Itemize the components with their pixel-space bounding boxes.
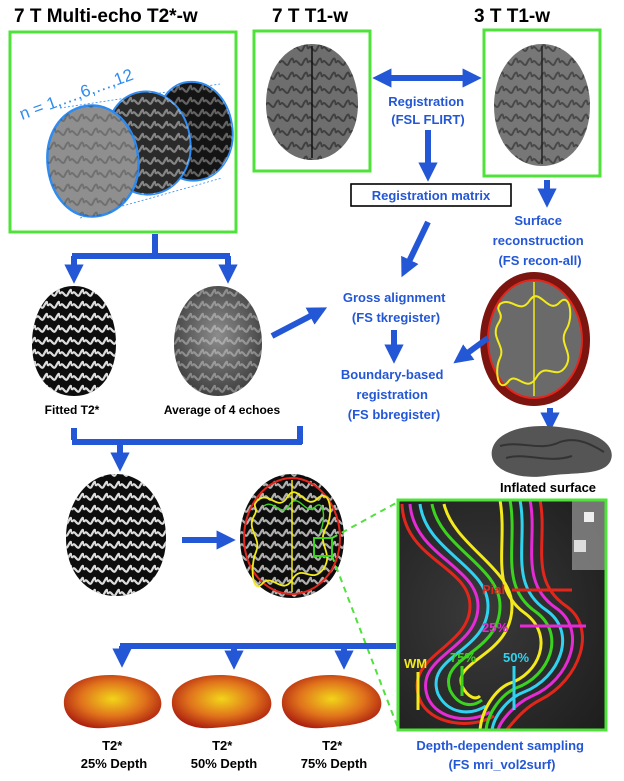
header-7t-t1: 7 T T1-w bbox=[272, 6, 348, 27]
registration-matrix-label: Registration matrix bbox=[372, 188, 491, 203]
header-multi-echo: 7 T Multi-echo T2*-w bbox=[14, 6, 198, 27]
bbr-label: Boundary-based registration (FS bbregist… bbox=[341, 367, 447, 422]
zoom-label-75: 75% bbox=[450, 650, 476, 665]
zoom-label-pial: Pial bbox=[482, 582, 505, 597]
overlay-image bbox=[240, 474, 344, 598]
average-caption: Average of 4 echoes bbox=[164, 403, 281, 417]
surface-75-depth bbox=[281, 675, 382, 729]
average-echoes-image bbox=[174, 286, 262, 396]
registration-label: Registration (FSL FLIRT) bbox=[388, 94, 467, 127]
echo-image-1 bbox=[46, 104, 140, 218]
caption-50-depth: T2* 50% Depth bbox=[191, 738, 258, 771]
zoom-label-50: 50% bbox=[503, 650, 529, 665]
arrow-recon-to-bbr bbox=[453, 335, 490, 364]
zoom-label-25: 25% bbox=[482, 620, 508, 635]
surface-25-depth bbox=[63, 675, 162, 729]
t1-3t-image bbox=[494, 44, 590, 166]
inflated-surface-image bbox=[491, 426, 612, 477]
t1-7t-image bbox=[266, 44, 358, 160]
gross-alignment-label: Gross alignment (FS tkregister) bbox=[343, 290, 449, 325]
inflated-caption: Inflated surface bbox=[500, 480, 596, 495]
surface-50-depth bbox=[171, 675, 272, 729]
fitted-t2-image bbox=[32, 286, 116, 396]
header-3t-t1: 3 T T1-w bbox=[474, 6, 550, 27]
t2-map-image bbox=[66, 474, 166, 596]
zoom-guide-bottom bbox=[331, 555, 399, 729]
zoom-label-wm: WM bbox=[404, 656, 427, 671]
surface-recon-label: Surface reconstruction (FS recon-all) bbox=[493, 213, 588, 268]
caption-75-depth: T2* 75% Depth bbox=[301, 738, 368, 771]
zoom-guide-top bbox=[331, 501, 399, 539]
zoom-inset bbox=[396, 498, 608, 732]
arrow-matrix-to-gross bbox=[401, 220, 431, 278]
fitted-caption: Fitted T2* bbox=[45, 403, 100, 417]
surface-slice-image bbox=[480, 272, 590, 406]
caption-25-depth: T2* 25% Depth bbox=[81, 738, 148, 771]
arrow-average-to-gross bbox=[270, 307, 328, 339]
registration-matrix-box bbox=[350, 183, 512, 207]
depth-sampling-label: Depth-dependent sampling (FS mri_vol2sur… bbox=[416, 738, 587, 772]
